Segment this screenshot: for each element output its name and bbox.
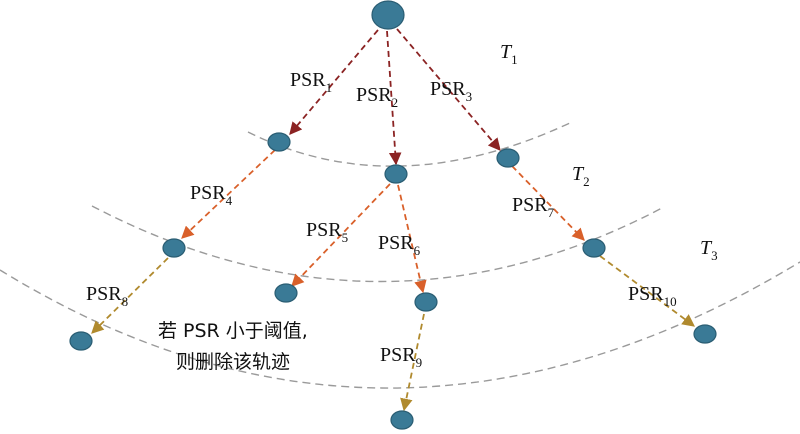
tier-arc-1: [247, 121, 573, 167]
edge-label-psr6: PSR6: [378, 232, 421, 258]
node-l3-b: [390, 410, 414, 430]
edge-label-psr5: PSR5: [306, 219, 348, 245]
tier-label-t2: T2: [572, 163, 590, 189]
node-l1-center: [384, 164, 408, 184]
edge-label-psr8: PSR8: [86, 283, 128, 309]
edge-psr9: [400, 313, 425, 412]
edge-psr2: [386, 30, 402, 166]
node-l2-a: [162, 238, 186, 258]
annotation-line-2: 则删除该轨迹: [176, 351, 290, 373]
edge-label-psr10: PSR10: [628, 283, 677, 309]
edge-psr5: [291, 183, 391, 287]
edge-psr6: [397, 184, 427, 294]
edge-label-psr9: PSR9: [380, 344, 422, 370]
edge-label-psr7: PSR7: [512, 194, 555, 220]
edge-psr7: [511, 165, 585, 241]
edge-psr8: [91, 257, 169, 334]
node-l2-d: [582, 238, 606, 258]
node-l3-a: [69, 331, 93, 351]
root-node: [371, 0, 405, 30]
annotation-line-1: 若 PSR 小于阈值,: [158, 320, 308, 342]
node-l3-c: [693, 324, 717, 344]
node-l2-c: [414, 292, 438, 312]
edge-psr4: [181, 149, 276, 239]
node-l1-right: [496, 148, 520, 168]
edge-label-psr2: PSR2: [356, 84, 398, 110]
tier-arc-2: [91, 205, 663, 283]
edge-label-psr1: PSR1: [290, 69, 332, 95]
tier-label-t3: T3: [700, 237, 718, 263]
node-l2-b: [274, 283, 298, 303]
edge-label-psr3: PSR3: [430, 78, 472, 104]
edge-label-psr4: PSR4: [190, 182, 233, 208]
node-l1-left: [267, 132, 291, 152]
tier-label-t1: T1: [500, 41, 518, 67]
edge-psr1: [289, 29, 379, 135]
edge-psr3: [396, 28, 501, 151]
tier-arc-3: [0, 261, 800, 389]
